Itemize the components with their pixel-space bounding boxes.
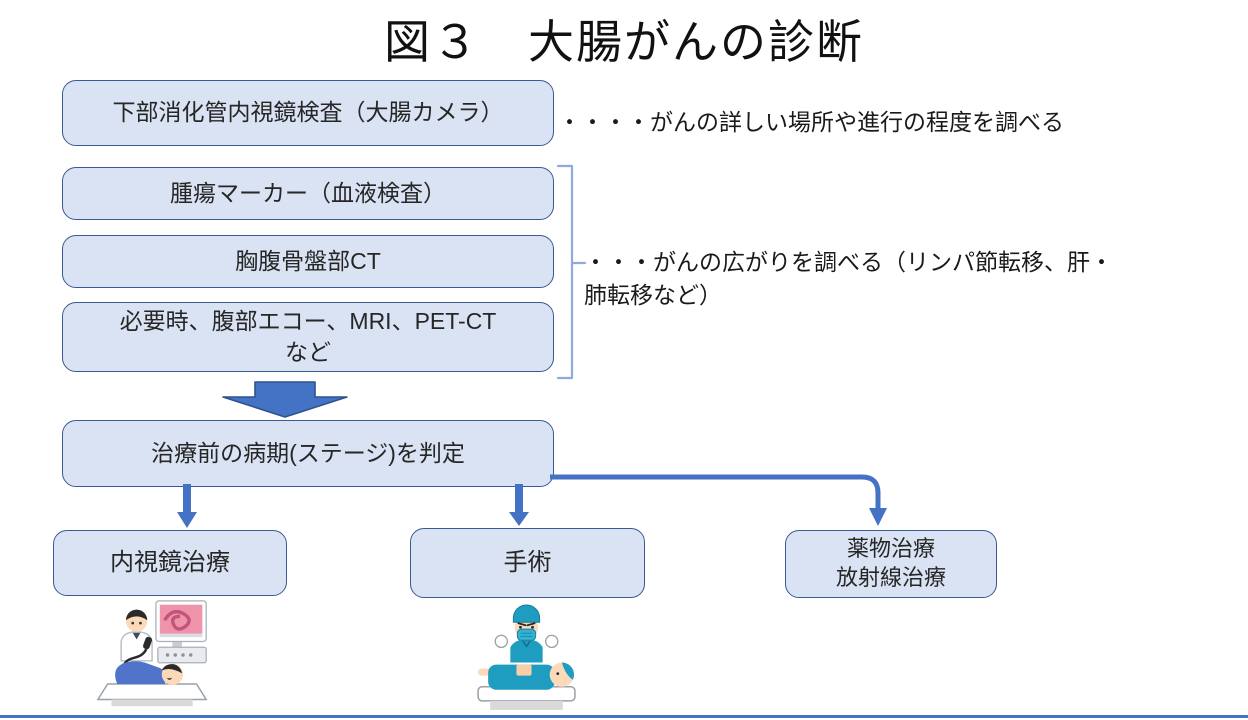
optional-tests-box: 必要時、腹部エコー、MRI、PET-CT など [62, 302, 554, 372]
arrow-to-surgery [509, 484, 529, 526]
optional-tests-line2: など [285, 339, 331, 365]
exam-table-icon [96, 683, 208, 707]
patient-lying-icon [115, 661, 183, 685]
surgeon-icon [494, 604, 559, 663]
endoscopic-treatment-label: 内視鏡治療 [110, 548, 230, 576]
arrow-to-endoscopic-treatment [177, 484, 197, 528]
spread-note: ・・・がんの広がりを調べる（リンパ節転移、肝・ 肺転移など） [584, 246, 1113, 312]
endoscopy-note: ・・・・がんの詳しい場所や進行の程度を調べる [558, 109, 1064, 135]
staging-box: 治療前の病期(ステージ)を判定 [62, 420, 554, 487]
surgery-treatment-box: 手術 [410, 528, 645, 598]
down-block-arrow [222, 381, 348, 418]
endoscopy-illustration [96, 600, 208, 707]
tumor-marker-label: 腫瘍マーカー（血液検査） [170, 179, 446, 206]
operating-table-icon [477, 686, 576, 710]
staging-label: 治療前の病期(ステージ)を判定 [151, 439, 465, 466]
spread-note-line2: 肺転移など） [584, 282, 722, 308]
optional-tests-line1: 必要時、腹部エコー、MRI、PET-CT [119, 307, 497, 334]
page-title: 図３ 大腸がんの診断 [384, 16, 864, 68]
tumor-marker-box: 腫瘍マーカー（血液検査） [62, 167, 554, 220]
surgery-patient-icon [478, 662, 575, 690]
surgery-treatment-label: 手術 [503, 548, 552, 576]
radiation-treatment-label: 放射線治療 [835, 565, 946, 590]
slide-bottom-border [0, 715, 1248, 718]
spread-note-line1: ・・・がんの広がりを調べる（リンパ節転移、肝・ [584, 249, 1113, 275]
endoscopy-monitor-icon [155, 600, 207, 664]
elbow-arrow-to-drug-radiation [550, 474, 887, 526]
ct-scan-label: 胸腹骨盤部CT [235, 247, 381, 274]
drug-radiation-treatment-box: 薬物治療 放射線治療 [785, 530, 997, 598]
doctor-icon [120, 609, 153, 666]
surgery-illustration [477, 604, 576, 710]
endoscopic-treatment-box: 内視鏡治療 [53, 530, 287, 596]
endoscopy-exam-box: 下部消化管内視鏡検査（大腸カメラ） [62, 80, 554, 146]
group-bracket [556, 164, 587, 380]
treatment-connectors [177, 474, 887, 528]
ct-scan-box: 胸腹骨盤部CT [62, 235, 554, 288]
endoscopy-exam-label: 下部消化管内視鏡検査（大腸カメラ） [112, 99, 504, 126]
drug-treatment-label: 薬物治療 [846, 536, 935, 562]
